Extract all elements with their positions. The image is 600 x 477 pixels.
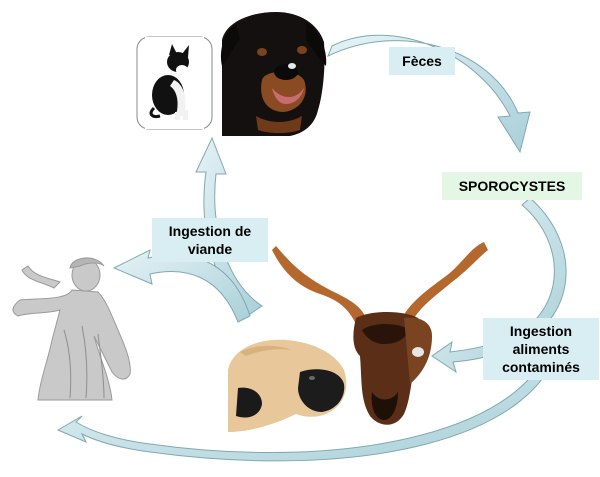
label-ingestion-aliments: Ingestion aliments contaminés [483, 318, 599, 380]
goat-photo-icon [272, 242, 488, 425]
label-ingestion-viande: Ingestion de viande [152, 218, 268, 262]
human-statue-icon [12, 257, 131, 401]
label-line: contaminés [502, 359, 580, 375]
label-line: Ingestion [509, 323, 573, 339]
label-line: viande [187, 241, 233, 257]
label-feces: Fèces [389, 47, 455, 75]
label-line: Ingestion de [168, 223, 252, 239]
arrow-dog-to-sporocystes [327, 34, 531, 154]
arrow-animals-to-human [56, 333, 563, 462]
label-line: aliments [512, 341, 570, 357]
label-sporocystes: SPOROCYSTES [442, 172, 582, 200]
cat-photo-icon [136, 36, 213, 130]
sheep-photo-icon [228, 339, 347, 432]
dog-photo-icon [220, 12, 327, 136]
arrow-viande-to-human [112, 249, 251, 323]
